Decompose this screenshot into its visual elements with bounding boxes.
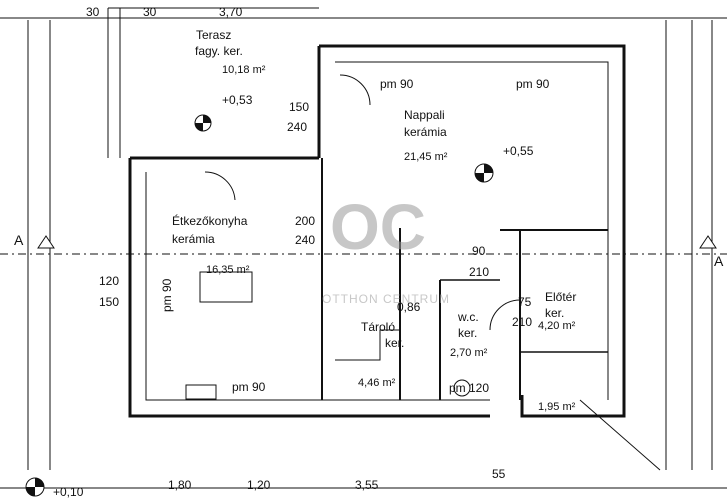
- opening-pm90-b: pm 90: [516, 77, 550, 91]
- outer-wall-inner: [335, 61, 609, 400]
- terrace-name-line2: fagy. ker.: [195, 44, 243, 58]
- living-area: 21,45 m²: [404, 151, 448, 163]
- dim-bottom-55: 55: [492, 467, 506, 481]
- storage-area: 4,46 m²: [358, 377, 396, 389]
- watermark-text: OTTHON CENTRUM: [322, 292, 450, 306]
- terrace-name-line1: Terasz: [196, 28, 232, 42]
- dim-top-2: 30: [143, 5, 157, 19]
- door-210: 210: [469, 265, 490, 279]
- dim-top-3: 3,70: [219, 5, 243, 19]
- hall-area: 4,20 m²: [538, 320, 576, 332]
- door-240b: 240: [295, 233, 316, 247]
- door-240: 240: [287, 120, 308, 134]
- door-210b: 210: [512, 315, 533, 329]
- opening-pm90-a: pm 90: [380, 77, 414, 91]
- level-marker: [474, 163, 494, 183]
- kitchen-area: 16,35 m²: [206, 264, 250, 276]
- door-150: 150: [289, 100, 310, 114]
- dim-top-1: 30: [86, 5, 100, 19]
- door-200: 200: [295, 214, 316, 228]
- opening-pm120: pm 120: [449, 381, 490, 395]
- wc-name2: ker.: [458, 326, 478, 340]
- living-level: +0,55: [503, 144, 534, 158]
- level-marker: [25, 477, 45, 497]
- section-marker-right: [699, 235, 717, 249]
- height-086: 0,86: [397, 300, 421, 314]
- terrace-area: 10,18 m²: [222, 64, 266, 76]
- dim-bottom-3: 3,55: [355, 478, 379, 492]
- outer-wall-inner: [145, 172, 490, 401]
- dim-left-120: 120: [99, 274, 120, 288]
- opening-pm90-d: pm 90: [160, 278, 174, 312]
- terrace-name: Terasz: [196, 28, 231, 43]
- terrace-level: +0,53: [222, 93, 253, 107]
- dim-bottom-2: 1,20: [247, 478, 271, 492]
- dim-bottom-1: 1,80: [168, 478, 192, 492]
- door-90: 90: [472, 244, 486, 258]
- kitchen-name2: kerámia: [172, 232, 215, 246]
- ground-level: +0,10: [53, 485, 84, 499]
- dim-left-150: 150: [99, 295, 120, 309]
- hall-name2: ker.: [545, 306, 565, 320]
- level-marker: [194, 114, 212, 132]
- wc-area: 2,70 m²: [450, 347, 488, 359]
- kitchen-name: Étkezőkonyha: [172, 214, 248, 228]
- living-name: Nappali: [404, 108, 445, 122]
- door-75: 75: [518, 295, 532, 309]
- section-marker-left: [37, 235, 55, 249]
- terrace-name2: fagy. ker.: [195, 44, 243, 59]
- section-label-right: A: [714, 253, 724, 269]
- storage-name2: ker.: [385, 336, 405, 350]
- wc-name: w.c.: [458, 310, 479, 324]
- entry-area: 1,95 m²: [538, 401, 576, 413]
- living-name2: kerámia: [404, 125, 447, 139]
- storage-name: Tároló: [361, 320, 396, 334]
- hall-name: Előtér: [545, 290, 577, 304]
- opening-pm90-c: pm 90: [232, 380, 266, 394]
- section-label-left: A: [14, 232, 24, 248]
- outer-wall: [128, 44, 626, 418]
- watermark-logo: OC: [330, 191, 426, 263]
